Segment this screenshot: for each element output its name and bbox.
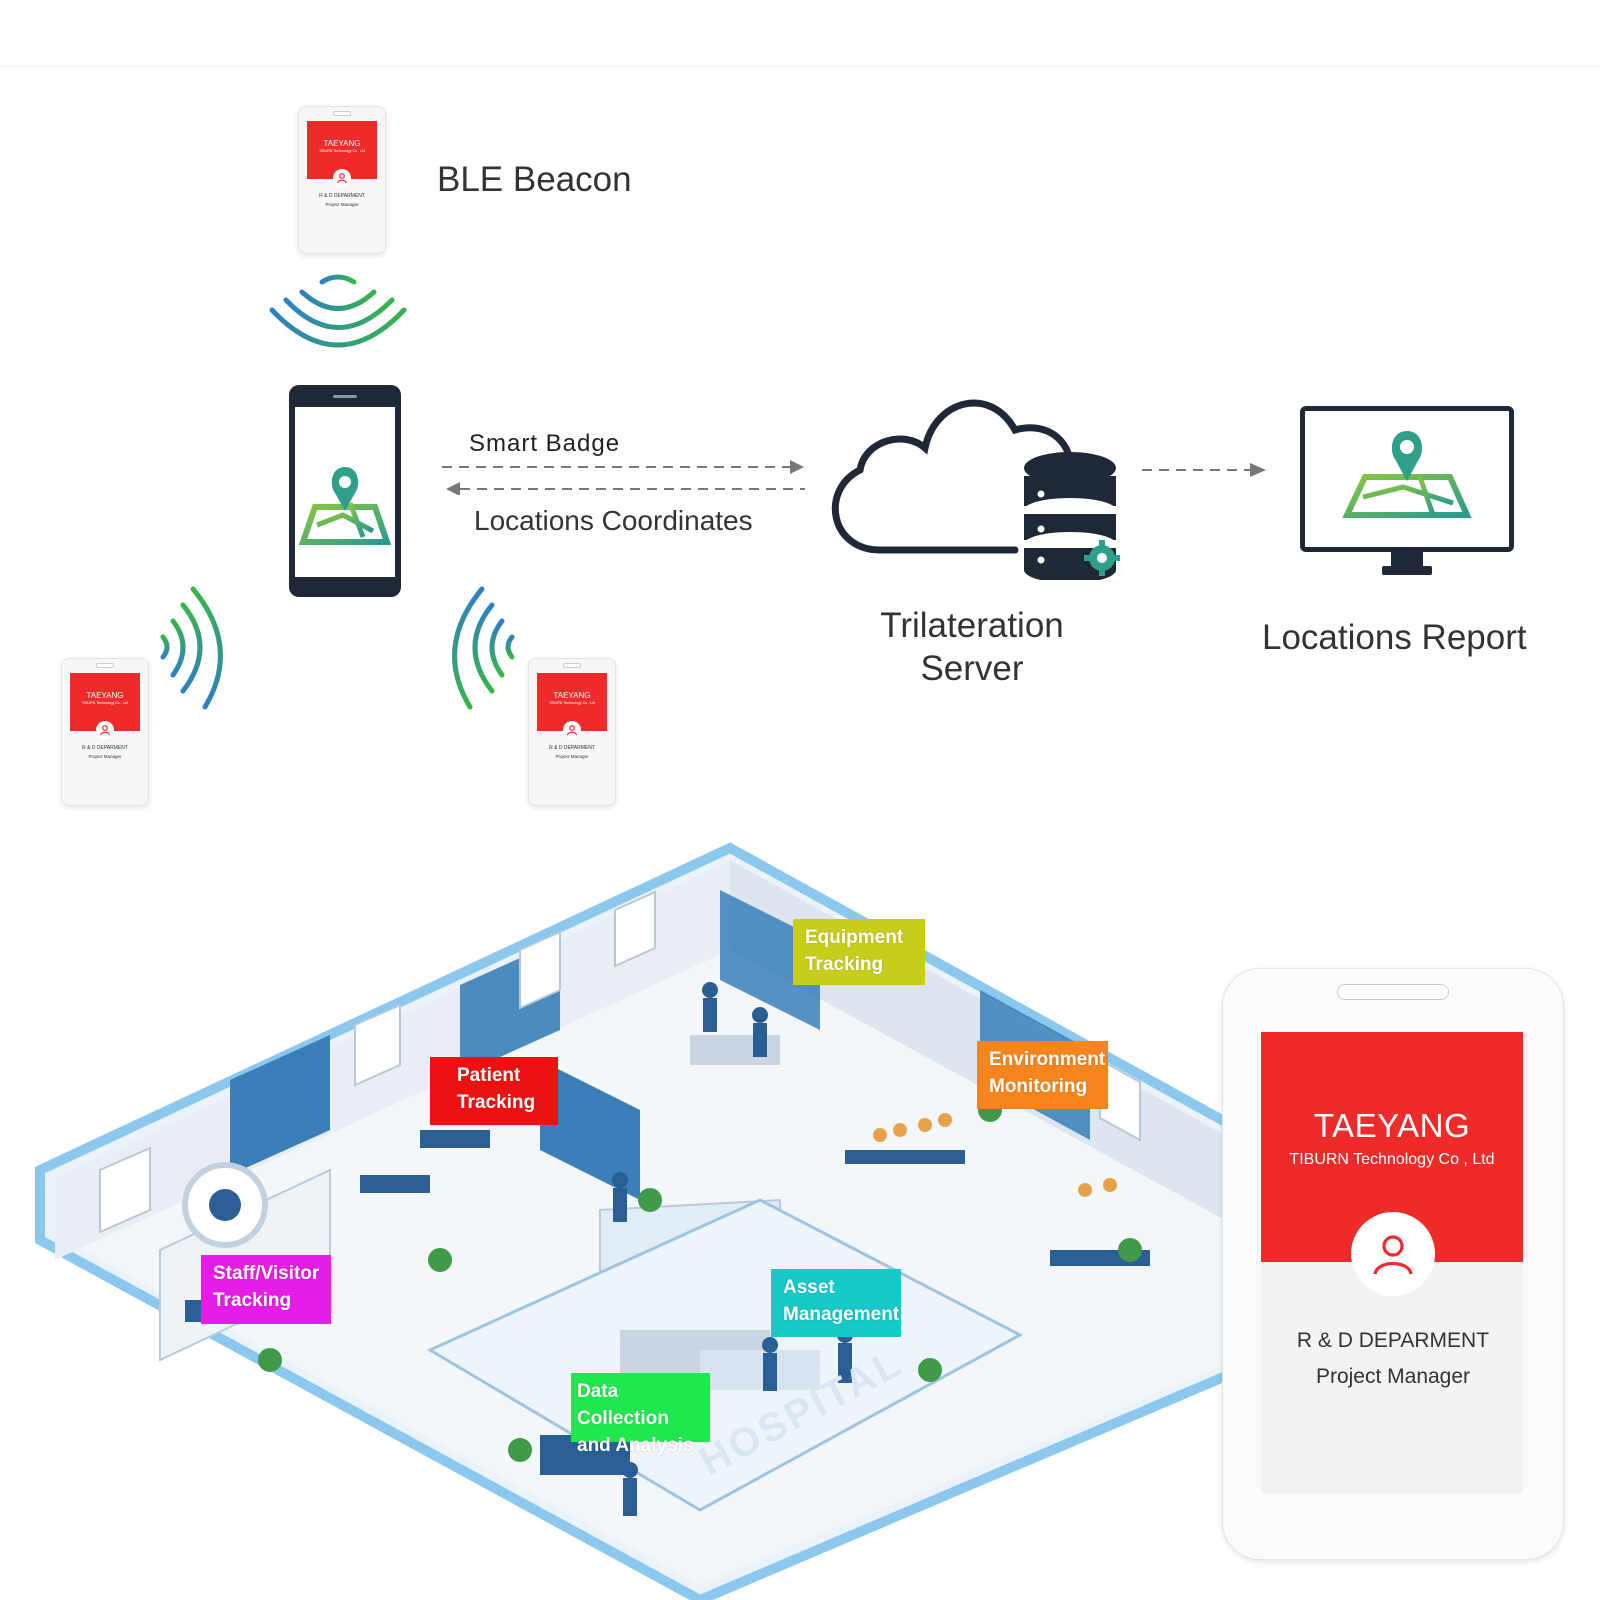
tag-data-collection-analysis: Data Collection and Analysis bbox=[571, 1373, 710, 1456]
signal-waves-right-icon bbox=[160, 586, 223, 710]
person-icon bbox=[563, 721, 581, 739]
locations-coordinates-label: Locations Coordinates bbox=[474, 505, 753, 536]
badge-company-sub: TIBURN Technology Co , Ltd bbox=[1289, 1151, 1495, 1168]
arrow-right-icon bbox=[790, 460, 804, 474]
badge-company-sub: TIBURN Technology Co . Ltd bbox=[548, 701, 596, 705]
tag-staff-visitor-tracking: Staff/Visitor Tracking bbox=[201, 1255, 331, 1324]
signal-waves-down-icon bbox=[269, 274, 407, 348]
locations-report-label: Locations Report bbox=[1262, 618, 1527, 657]
bidirectional-arrows bbox=[442, 460, 805, 495]
tag-line1: Asset bbox=[783, 1277, 835, 1298]
smartphone-icon bbox=[289, 385, 401, 597]
trilateration-server-label: Trilateration Server bbox=[852, 604, 1092, 690]
ble-beacon-badge-right: TAEYANG TIBURN Technology Co . Ltd R & D… bbox=[528, 658, 616, 806]
tag-line2: Tracking bbox=[805, 954, 884, 975]
tag-environment-monitoring: Environment Monitoring bbox=[977, 1041, 1108, 1109]
tag-line2: Monitoring bbox=[989, 1076, 1088, 1097]
tag-asset-management: Asset Management bbox=[771, 1269, 901, 1337]
server-label-line2: Server bbox=[920, 649, 1024, 688]
tag-patient-tracking: Patient Tracking bbox=[430, 1057, 558, 1125]
badge-company: TAEYANG bbox=[1313, 1107, 1471, 1144]
ble-beacon-label: BLE Beacon bbox=[437, 160, 632, 199]
ble-beacon-badge-top: TAEYANG TIBURN Technology Co . Ltd R & D… bbox=[298, 106, 386, 254]
tag-line2: Tracking bbox=[213, 1290, 292, 1311]
tag-line2: Management bbox=[783, 1304, 900, 1325]
person-icon bbox=[333, 169, 351, 187]
tag-equipment-tracking: Equipment Tracking bbox=[793, 919, 925, 985]
lanyard-slot bbox=[96, 663, 114, 668]
badge-role: Project Manager bbox=[555, 754, 589, 759]
badge-company: TAEYANG bbox=[553, 691, 591, 700]
badge-company: TAEYANG bbox=[86, 691, 124, 700]
map-pin-icon bbox=[298, 467, 392, 545]
smart-badge-large: TAEYANG TIBURN Technology Co , Ltd R & D… bbox=[1222, 968, 1564, 1560]
badge-role: Project Manager bbox=[1315, 1365, 1471, 1388]
tag-line1: Equipment bbox=[805, 927, 904, 948]
server-label-line1: Trilateration bbox=[880, 606, 1064, 645]
badge-department: R & D DEPARMENT bbox=[319, 193, 365, 199]
badge-role: Project Manager bbox=[88, 754, 122, 759]
badge-department: R & D DEPARMENT bbox=[549, 745, 595, 751]
badge-role: Project Manager bbox=[325, 202, 359, 207]
hospital-floor-plan bbox=[35, 842, 1240, 1600]
badge-department: R & D DEPARMENT bbox=[82, 745, 128, 751]
arrow-right-icon bbox=[1250, 463, 1266, 477]
monitor-stand bbox=[1391, 552, 1423, 567]
badge-company: TAEYANG bbox=[323, 139, 361, 148]
signal-waves-left-icon bbox=[452, 586, 515, 710]
person-icon bbox=[1351, 1212, 1435, 1296]
badge-company-sub: TIBURN Technology Co . Ltd bbox=[81, 701, 129, 705]
person-icon bbox=[96, 721, 114, 739]
ble-beacon-badge-left: TAEYANG TIBURN Technology Co . Ltd R & D… bbox=[61, 658, 149, 806]
monitor-icon bbox=[1300, 406, 1514, 552]
tag-line1: Patient bbox=[457, 1065, 521, 1086]
gear-icon bbox=[1084, 540, 1120, 576]
tag-line2: Tracking bbox=[457, 1092, 536, 1113]
monitor-base bbox=[1382, 566, 1432, 575]
tag-line1: Data Collection bbox=[577, 1381, 669, 1429]
tag-line1: Staff/Visitor bbox=[213, 1263, 320, 1284]
badge-department: R & D DEPARMENT bbox=[1296, 1329, 1490, 1352]
lanyard-slot bbox=[333, 111, 351, 116]
cloud-server-icon bbox=[831, 399, 1120, 580]
arrow-to-report bbox=[1142, 463, 1266, 477]
tag-line1: Environment bbox=[989, 1049, 1106, 1070]
badge-body bbox=[1261, 1262, 1523, 1494]
lanyard-slot bbox=[1337, 984, 1449, 1000]
lanyard-slot bbox=[563, 663, 581, 668]
database-icon bbox=[1024, 452, 1116, 580]
arrow-left-icon bbox=[446, 482, 460, 495]
phone-speaker bbox=[333, 395, 357, 398]
badge-company-sub: TIBURN Technology Co . Ltd bbox=[318, 149, 366, 153]
tag-line2: and Analysis bbox=[577, 1435, 694, 1456]
smart-badge-label: Smart Badge bbox=[469, 430, 621, 457]
top-divider bbox=[0, 66, 1600, 67]
map-pin-icon bbox=[1342, 431, 1472, 518]
phone-screen bbox=[295, 407, 395, 577]
